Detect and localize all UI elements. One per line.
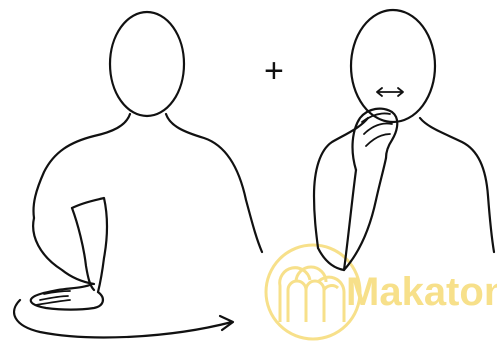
curved-arrow-icon — [14, 300, 232, 337]
left-head — [110, 12, 184, 116]
right-shoulder-right — [420, 118, 494, 252]
watermark-text: Makaton — [346, 270, 497, 314]
makaton-watermark: Makaton — [266, 245, 497, 339]
left-finger-1 — [40, 296, 68, 300]
left-shoulder-left — [33, 114, 130, 218]
right-head — [351, 10, 435, 122]
double-headed-arrow-icon — [377, 88, 403, 96]
left-shoulder-right — [166, 114, 262, 252]
right-sign-figure — [314, 10, 494, 270]
plus-sign: + — [264, 52, 284, 90]
right-arm-outer — [318, 170, 356, 270]
right-finger-3 — [366, 134, 390, 146]
left-sign-figure — [14, 12, 262, 337]
right-shoulder-left — [314, 118, 368, 248]
right-finger-2 — [364, 123, 392, 134]
left-finger-2 — [36, 300, 70, 305]
